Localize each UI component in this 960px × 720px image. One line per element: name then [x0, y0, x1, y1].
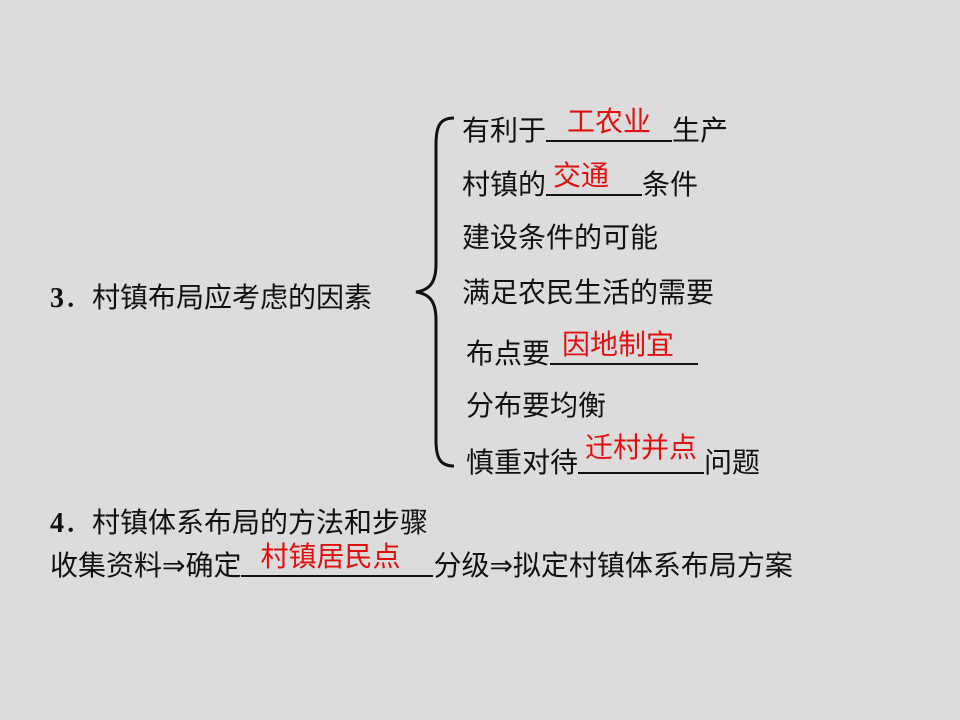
section3-heading: 3．村镇布局应考虑的因素 [50, 280, 372, 317]
section4-steps: 收集资料⇒确定村镇居民点分级⇒拟定村镇体系布局方案 [50, 540, 793, 584]
answer-7: 迁村并点 [585, 431, 698, 464]
factor-item-5: 布点要因地制宜 [466, 328, 699, 372]
answer-2: 交通 [553, 159, 610, 192]
steps-before: 收集资料⇒确定 [50, 549, 242, 582]
answer-1: 工农业 [567, 105, 652, 138]
answer-8: 村镇居民点 [260, 540, 401, 573]
factor-7-before: 慎重对待 [466, 446, 579, 479]
factor-7-after: 问题 [704, 446, 761, 479]
section4-heading: 4．村镇体系布局的方法和步骤 [50, 505, 428, 542]
curly-brace [415, 116, 455, 468]
factor-item-1: 有利于工农业生产 [462, 105, 729, 149]
section4-number: 4 [50, 508, 64, 539]
factor-item-7: 慎重对待迁村并点问题 [466, 431, 761, 481]
fill-blank-1: 工农业 [546, 105, 673, 142]
steps-after: 分级⇒拟定村镇体系布局方案 [433, 549, 793, 582]
section3-heading-text: ．村镇布局应考虑的因素 [64, 281, 373, 314]
section3-number: 3 [50, 283, 64, 314]
section4-heading-text: ．村镇体系布局的方法和步骤 [64, 506, 429, 539]
factor-1-before: 有利于 [462, 114, 547, 147]
factor-5-before: 布点要 [466, 337, 551, 370]
fill-blank-7: 迁村并点 [578, 431, 705, 474]
fill-blank-5: 因地制宜 [550, 328, 699, 365]
factor-item-6: 分布要均衡 [466, 389, 607, 422]
factor-1-after: 生产 [672, 114, 729, 147]
factor-item-4: 满足农民生活的需要 [462, 276, 715, 309]
factor-2-after: 条件 [642, 168, 699, 201]
fill-blank-8: 村镇居民点 [241, 540, 434, 577]
answer-5: 因地制宜 [562, 328, 675, 361]
factor-2-before: 村镇的 [462, 168, 547, 201]
fill-blank-2: 交通 [546, 159, 643, 196]
factor-item-2: 村镇的交通条件 [462, 159, 699, 203]
factor-item-3: 建设条件的可能 [462, 221, 659, 254]
